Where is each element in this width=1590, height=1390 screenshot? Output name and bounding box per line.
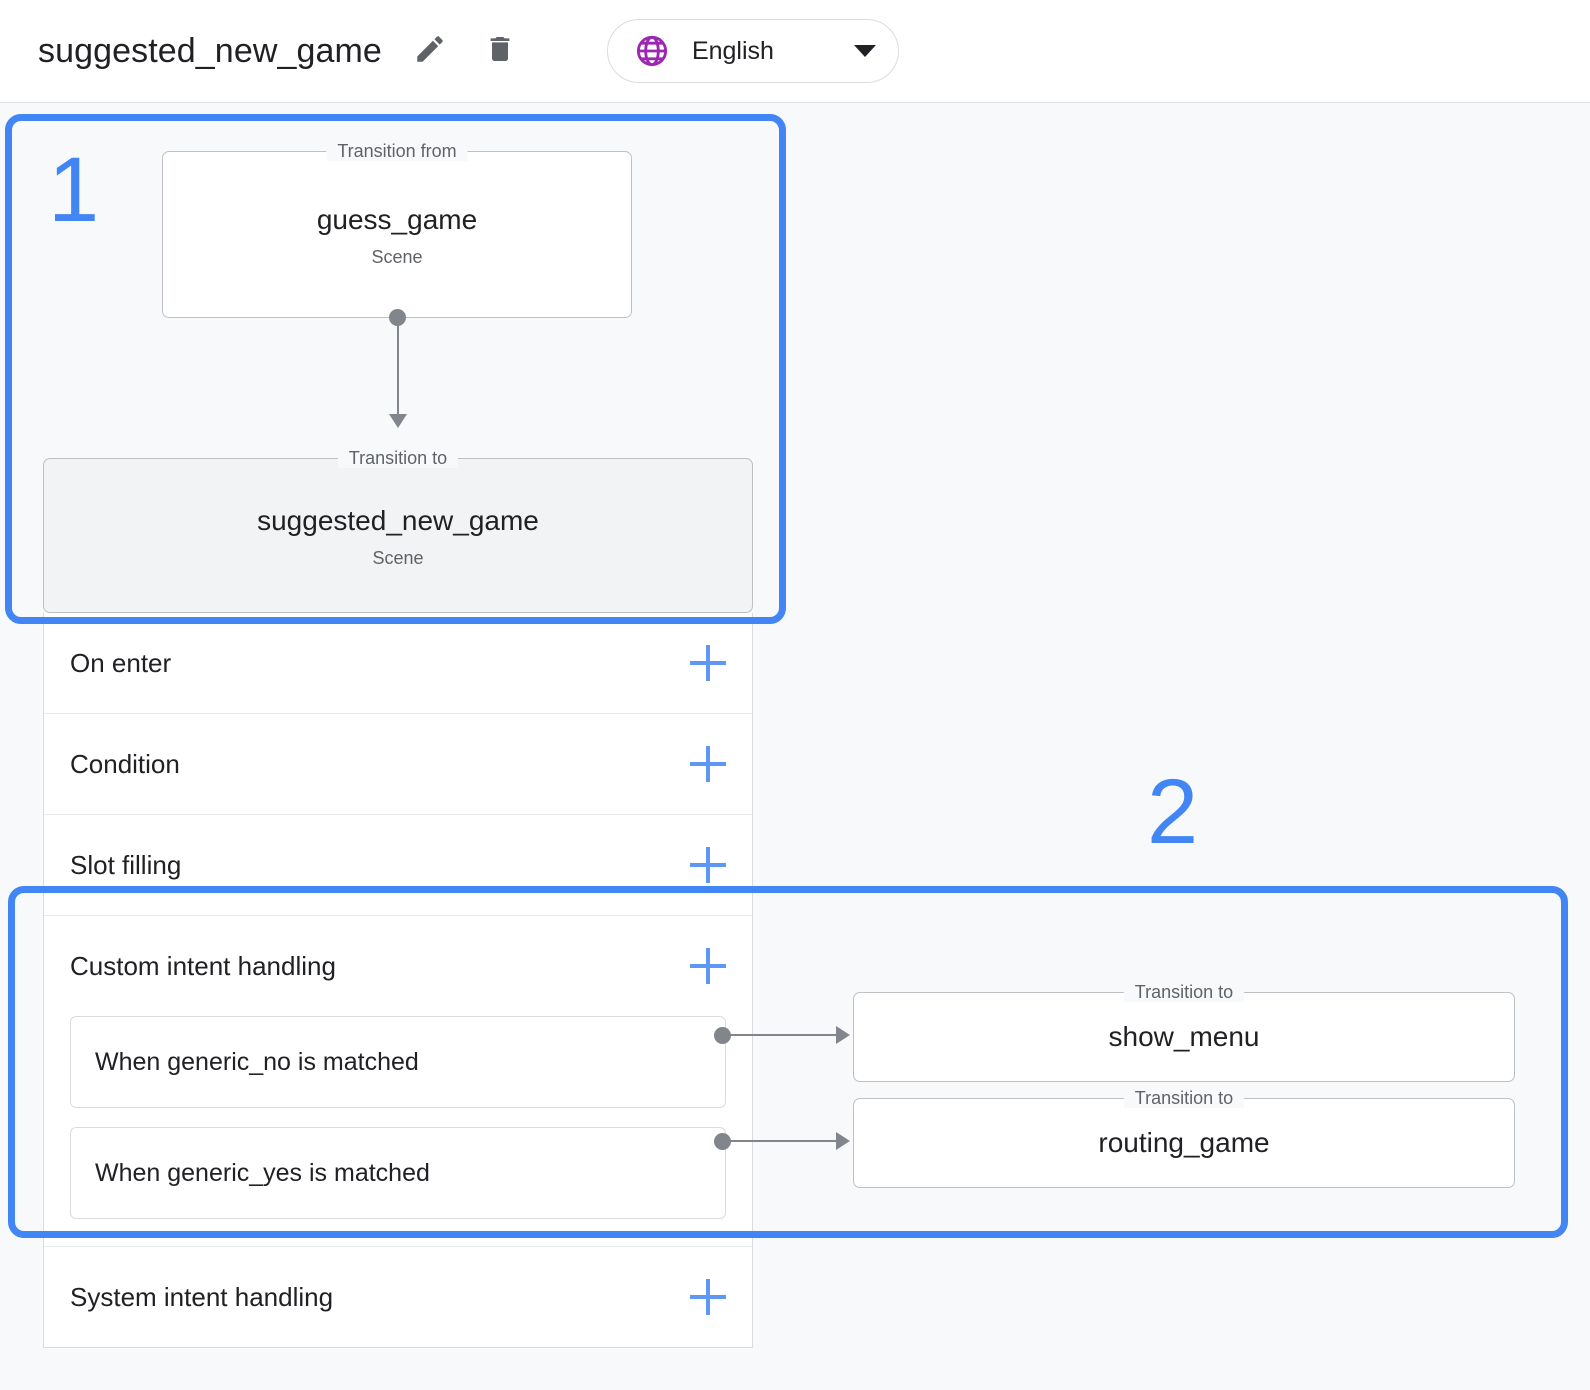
section-condition[interactable]: Condition	[44, 714, 752, 815]
delete-button[interactable]	[478, 29, 522, 73]
transition-to-name: suggested_new_game	[257, 504, 539, 536]
custom-intent-handler-list: When generic_no is matched When generic_…	[70, 1016, 726, 1246]
handler-connector-line	[722, 1034, 838, 1036]
intent-handler-label: When generic_yes is matched	[95, 1159, 430, 1187]
section-condition-label: Condition	[70, 749, 180, 779]
edit-name-button[interactable]	[408, 29, 452, 73]
pencil-icon	[413, 32, 447, 71]
handler-target-name: show_menu	[1108, 1021, 1260, 1052]
handler-connector-arrow	[836, 1132, 850, 1150]
app-header: suggested_new_game English	[0, 0, 1590, 103]
add-system-intent-button[interactable]	[690, 1279, 726, 1315]
language-label: English	[691, 36, 774, 65]
page-title: suggested_new_game	[38, 31, 382, 70]
section-custom-intent-handling[interactable]: Custom intent handling When generic_no i…	[44, 916, 752, 1247]
transition-from-type: Scene	[371, 246, 423, 267]
transition-to-type: Scene	[372, 547, 424, 568]
handler-target-card[interactable]: Transition to show_menu	[853, 982, 1515, 1082]
handler-connector-line	[722, 1140, 838, 1142]
handler-target-card[interactable]: Transition to routing_game	[853, 1088, 1515, 1188]
globe-icon	[634, 33, 670, 69]
add-condition-button[interactable]	[690, 746, 726, 782]
section-slot-filling[interactable]: Slot filling	[44, 815, 752, 916]
chevron-down-icon[interactable]	[853, 45, 876, 57]
intent-handler-label: When generic_no is matched	[95, 1048, 419, 1076]
transition-to-legend: Transition to	[337, 448, 459, 468]
section-on-enter[interactable]: On enter	[44, 613, 752, 714]
section-on-enter-label: On enter	[70, 648, 172, 678]
section-system-intent-handling[interactable]: System intent handling	[44, 1247, 752, 1347]
add-custom-intent-button[interactable]	[690, 948, 726, 984]
scene-detail-panel: On enter Condition Slot filling Custom i…	[43, 613, 753, 1348]
scene-canvas: Transition from guess_game Scene Transit…	[0, 103, 1590, 1390]
language-selector[interactable]: English	[606, 19, 899, 83]
transition-from-card[interactable]: Transition from guess_game Scene	[162, 141, 632, 318]
handler-target-name: routing_game	[1098, 1127, 1270, 1158]
add-slot-filling-button[interactable]	[690, 847, 726, 883]
handler-target-legend: Transition to	[1123, 1088, 1245, 1108]
transition-connector-arrow	[389, 414, 407, 428]
section-slot-filling-label: Slot filling	[70, 850, 182, 880]
section-system-intent-handling-label: System intent handling	[70, 1282, 334, 1312]
transition-connector-line	[397, 317, 399, 417]
transition-from-legend: Transition from	[326, 141, 468, 161]
handler-target-legend: Transition to	[1123, 982, 1245, 1002]
transition-from-name: guess_game	[316, 203, 478, 235]
trash-icon	[484, 33, 516, 70]
transition-to-card[interactable]: Transition to suggested_new_game Scene	[43, 448, 753, 613]
section-custom-intent-handling-label: Custom intent handling	[70, 951, 336, 981]
handler-connector-arrow	[836, 1026, 850, 1044]
intent-handler-row[interactable]: When generic_yes is matched	[70, 1127, 726, 1219]
intent-handler-row[interactable]: When generic_no is matched	[70, 1016, 726, 1108]
add-on-enter-button[interactable]	[690, 645, 726, 681]
